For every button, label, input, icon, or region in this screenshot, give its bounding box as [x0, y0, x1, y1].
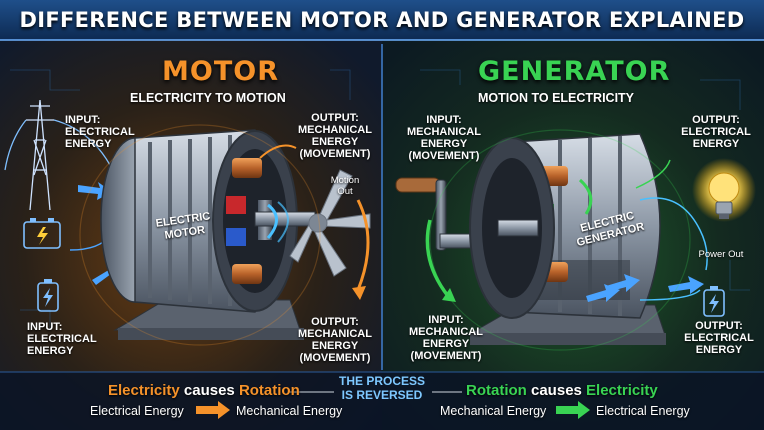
page-title: DIFFERENCE BETWEEN MOTOR AND GENERATOR E… — [19, 8, 745, 32]
motor-input-top: INPUT: ELECTRICAL ENERGY — [65, 114, 135, 150]
generator-subtitle: MOTION TO ELECTRICITY — [478, 91, 635, 105]
motor-heading: MOTOR — [162, 56, 279, 87]
word-causes: causes — [531, 382, 582, 399]
motor-subtitle: ELECTRICITY TO MOTION — [130, 91, 286, 105]
left-flow-from: Electrical Energy — [90, 404, 184, 418]
motor-output-top: OUTPUT: MECHANICAL ENERGY (MOVEMENT) — [298, 112, 372, 160]
bottom-right-statement: Rotation causes Electricity — [466, 382, 658, 399]
generator-input-bottom: INPUT: MECHANICAL ENERGY (MOVEMENT) — [409, 314, 483, 362]
word-electricity: Electricity — [586, 382, 658, 399]
motor-input-bottom: INPUT: ELECTRICAL ENERGY — [27, 321, 97, 357]
generator-heading: GENERATOR — [478, 56, 671, 87]
flow-arrow-orange — [196, 401, 230, 419]
generator-output-top: OUTPUT: ELECTRICAL ENERGY — [681, 114, 751, 150]
process-reversed-label: THE PROCESS IS REVERSED — [338, 374, 425, 402]
light-bulb-icon — [692, 158, 756, 222]
word-causes: causes — [183, 382, 235, 399]
right-flow-to: Electrical Energy — [596, 404, 690, 418]
fan-icon — [289, 169, 371, 277]
power-tower-icon — [4, 99, 111, 211]
flow-arrow-green — [556, 401, 590, 419]
word-electricity: Electricity — [108, 382, 180, 399]
right-flow-from: Mechanical Energy — [440, 404, 547, 418]
battery-icon — [23, 218, 61, 249]
left-flow-to: Mechanical Energy — [236, 404, 343, 418]
bottom-left-statement: Electricity causes Rotation — [108, 382, 300, 399]
generator-output-bottom: OUTPUT: ELECTRICAL ENERGY — [684, 320, 754, 356]
motor-output-bottom: OUTPUT: MECHANICAL ENERGY (MOVEMENT) — [298, 316, 372, 364]
word-rotation: Rotation — [238, 382, 300, 399]
word-rotation: Rotation — [466, 382, 527, 399]
motor-motion-out: Motion Out — [330, 175, 360, 197]
battery-charge-icon — [37, 279, 59, 312]
generator-power-out: Power Out — [698, 249, 744, 260]
generator-input-top: INPUT: MECHANICAL ENERGY (MOVEMENT) — [407, 114, 481, 162]
battery-charge-icon — [703, 286, 725, 317]
